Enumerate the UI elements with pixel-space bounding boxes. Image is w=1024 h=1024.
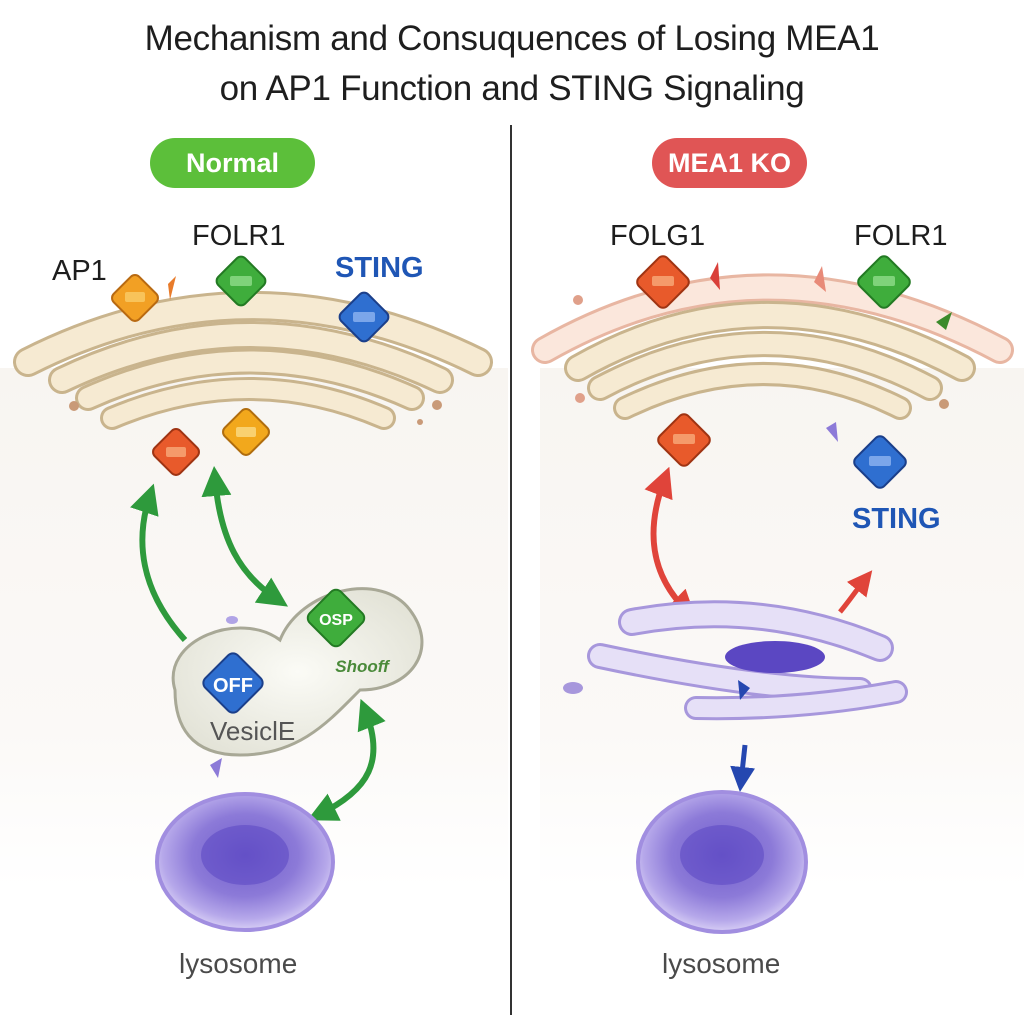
particle <box>69 401 79 411</box>
title-line-2: on AP1 Function and STING Signaling <box>219 69 805 108</box>
vesicle <box>171 587 424 757</box>
ko-folr1-label: FOLR1 <box>854 220 948 252</box>
ko-golgi-stack <box>531 273 1014 420</box>
ko-sting-protein <box>853 435 907 489</box>
particle <box>432 400 442 410</box>
particle <box>417 419 423 425</box>
folg1-label: FOLG1 <box>610 220 706 252</box>
red-fragment <box>710 262 720 290</box>
ap1-label: AP1 <box>52 255 107 287</box>
sting-protein <box>338 291 390 343</box>
normal-lysosome <box>155 792 335 932</box>
vesicle-off-text: OFF <box>213 675 253 697</box>
normal-lysosome-label: lysosome <box>179 948 298 979</box>
arrow-golgi-vesicle <box>201 466 289 607</box>
ko-header-badge: MEA1 KO <box>652 138 807 188</box>
arrow-vesicle-to-golgi <box>130 483 188 643</box>
normal-golgi-stack <box>13 291 493 430</box>
particle <box>573 295 583 305</box>
ko-lysosome-label: lysosome <box>662 948 781 979</box>
figure-title: Mechanism and Consuquences of Losing MEA… <box>0 14 1024 114</box>
vesicle-note-text: Shooff <box>335 657 391 676</box>
folr1-protein <box>215 255 267 307</box>
ko-sting-label: STING <box>852 503 941 535</box>
purple-fragment <box>210 758 222 778</box>
ko-folr1-protein <box>857 255 911 309</box>
purple-fragment <box>563 682 583 694</box>
blue-fragment <box>738 680 750 700</box>
golgi-protein-red <box>152 428 200 476</box>
sting-label: STING <box>335 252 424 284</box>
ko-lysosome <box>636 790 808 934</box>
purple-fragment <box>226 616 238 624</box>
normal-header-badge: Normal <box>150 138 315 188</box>
ko-arrow-er-sting <box>838 570 873 614</box>
particle <box>575 393 585 403</box>
ko-disrupted-membranes <box>587 600 908 721</box>
vesicle-protein-green <box>306 588 366 648</box>
ap1-protein <box>111 274 159 322</box>
arrow-vesicle-lysosome <box>307 698 386 821</box>
vesicle-green-text: OSP <box>319 612 353 629</box>
golgi-protein-orange <box>222 408 270 456</box>
particle <box>939 399 949 409</box>
ko-golgi-protein-red <box>657 413 711 467</box>
red-fragment <box>814 266 826 292</box>
ko-arrow-er-lysosome <box>730 744 756 792</box>
green-fragment <box>936 312 952 330</box>
folr1-label: FOLR1 <box>192 220 286 252</box>
folg1-protein <box>636 255 690 309</box>
ap1-side-fragment <box>168 276 176 300</box>
purple-fragment <box>826 422 838 442</box>
vesicle-label: VesiclE <box>210 716 296 746</box>
title-line-1: Mechanism and Consuquences of Losing MEA… <box>144 19 880 58</box>
vesicle-protein-off <box>202 652 264 714</box>
ko-arrow-golgi-er <box>644 466 697 621</box>
panel-divider <box>510 125 512 1015</box>
